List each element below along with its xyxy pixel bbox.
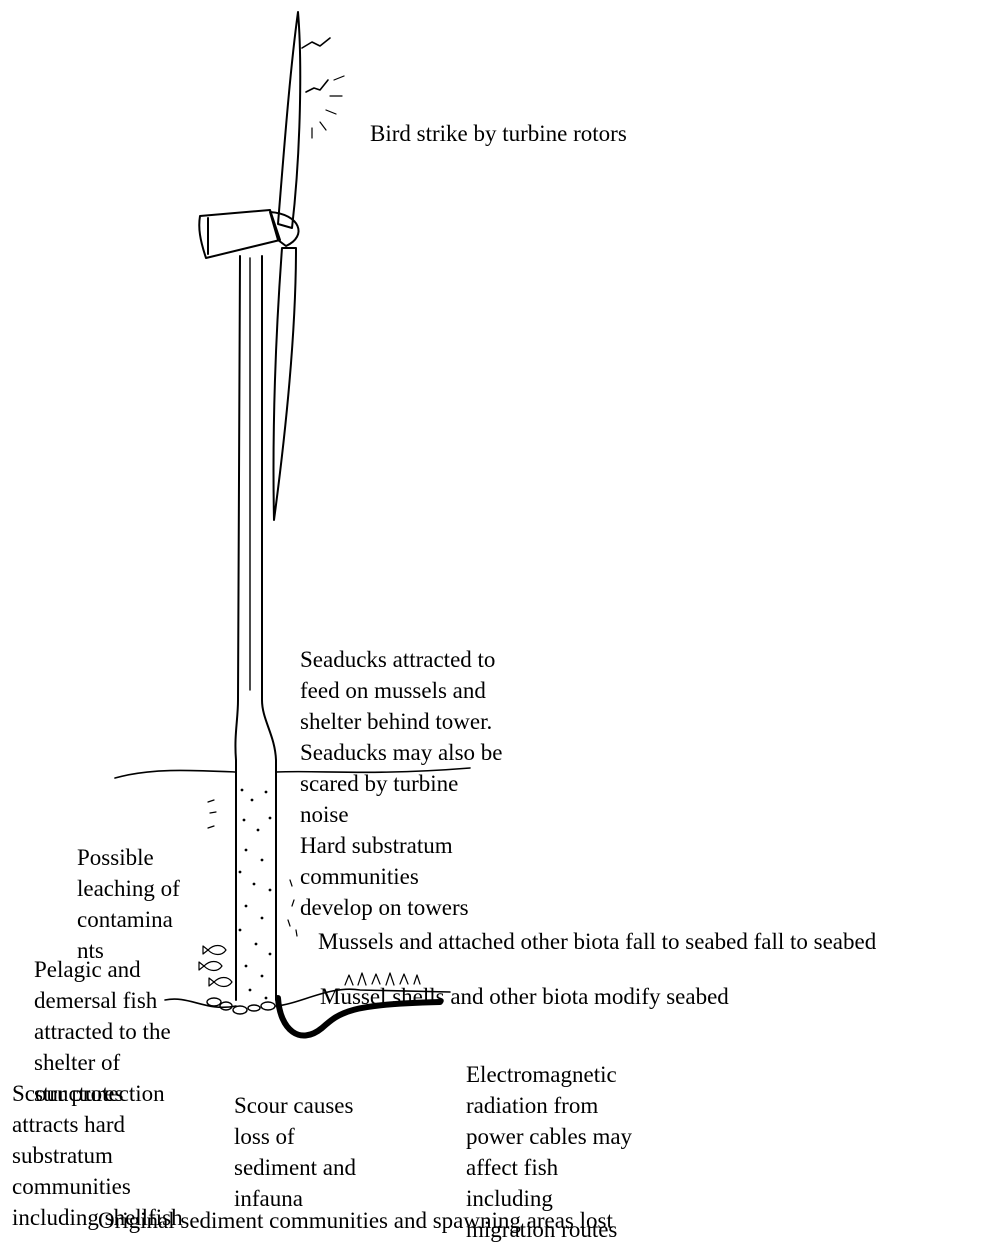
falling-biota (208, 800, 297, 936)
birds (302, 38, 330, 92)
fouling-stipple (239, 789, 272, 1000)
label-mussels-fall: Mussels and attached other biota fall to… (318, 926, 876, 957)
label-bird-strike: Bird strike by turbine rotors (370, 118, 627, 149)
upper-rotor-blade (278, 12, 300, 228)
fish (199, 946, 232, 987)
label-mussel-shells: Mussel shells and other biota modify sea… (320, 981, 729, 1012)
nacelle (199, 210, 280, 258)
label-leaching: Possible leaching of contamina nts (77, 842, 180, 966)
lower-rotor-blade (273, 248, 296, 520)
tower-right-edge (262, 256, 276, 1000)
label-hard-substratum: Hard substratum communities develop on t… (300, 830, 469, 923)
scour-protection-rocks (207, 998, 275, 1014)
label-original-sediment: Original sediment communities and spawni… (98, 1205, 613, 1236)
tower-left-edge (235, 256, 240, 1000)
label-scour-causes: Scour causes loss of sediment and infaun… (234, 1090, 356, 1214)
label-seaducks: Seaducks attracted to feed on mussels an… (300, 644, 502, 830)
strike-marks (312, 76, 344, 138)
